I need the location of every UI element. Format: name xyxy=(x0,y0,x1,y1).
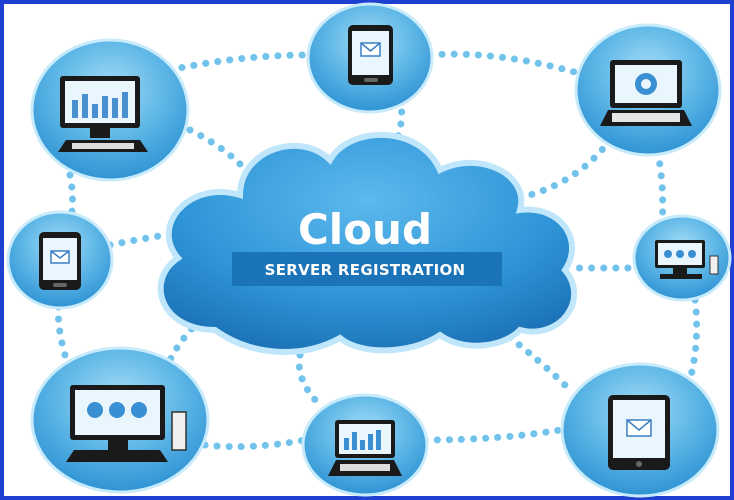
refresh-icon xyxy=(635,73,657,95)
pie-chart-icon xyxy=(87,402,147,418)
mail-icon xyxy=(626,419,652,437)
cloud-subtitle: SERVER REGISTRATION xyxy=(265,261,466,279)
connector-bottomleft-to-bottom xyxy=(201,436,309,451)
connector-cloud-to-bottom xyxy=(295,351,324,409)
bar-chart-icon xyxy=(344,430,381,450)
smartphone-icon xyxy=(348,25,393,85)
cloud-shape xyxy=(157,131,578,355)
mail-icon xyxy=(360,42,381,57)
connector-right-to-bottomright xyxy=(686,296,701,384)
connector-left-to-cloud xyxy=(106,231,169,249)
laptop-icon xyxy=(328,420,402,476)
connector-cloud-to-bottomleft xyxy=(166,316,204,364)
subtitle-banner xyxy=(232,252,502,286)
cloud-title: Cloud xyxy=(298,205,432,254)
laptop-icon xyxy=(600,60,692,126)
connector-bottom-to-bottomright xyxy=(421,426,564,444)
pie-chart-icon xyxy=(664,250,696,258)
connector-left-to-bottomleft xyxy=(54,291,69,359)
connector-top-left-to-top xyxy=(166,51,314,74)
central-cloud: Cloud SERVER REGISTRATION xyxy=(157,131,578,355)
connector-top-right-to-cloud xyxy=(526,136,614,199)
desktop-monitor-icon xyxy=(58,76,148,152)
node-phone-mail-left xyxy=(6,210,114,310)
node-desktop-pie-right xyxy=(632,214,732,302)
node-laptop-bar-chart xyxy=(301,393,429,497)
node-desktop-pie-left xyxy=(30,346,210,494)
node-phone-mail-top xyxy=(306,2,434,114)
desktop-monitor-icon xyxy=(66,385,187,462)
bar-chart-icon xyxy=(72,92,128,118)
desktop-monitor-icon xyxy=(655,240,719,279)
node-desktop-bar-chart xyxy=(30,38,190,182)
connector-top-to-top-right xyxy=(426,50,589,79)
smartphone-icon xyxy=(39,232,81,290)
tablet-icon xyxy=(608,395,670,470)
mail-icon xyxy=(50,250,70,264)
node-laptop-refresh xyxy=(574,23,722,157)
connector-top-left-to-cloud xyxy=(186,126,254,179)
node-tablet-mail xyxy=(560,362,720,498)
